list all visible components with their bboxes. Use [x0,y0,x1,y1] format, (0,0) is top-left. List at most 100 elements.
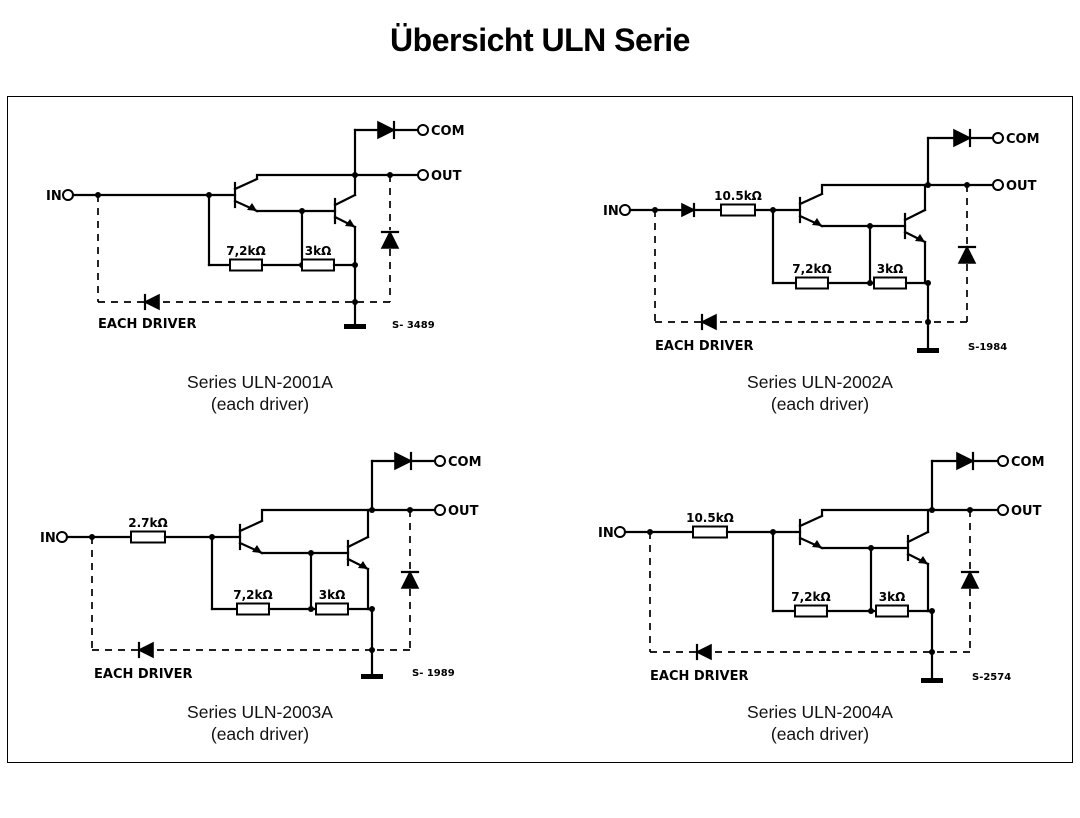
diode-icon [394,451,413,471]
emitter-arrow [812,540,822,548]
terminal [997,504,1009,516]
resistor-label: 7,2kΩ [226,244,265,258]
resistor [301,258,335,272]
resistor [875,604,909,618]
figure-code: S- 3489 [392,320,435,331]
series-note: (each driver) [210,724,310,744]
junction-dot [352,262,358,268]
diode-icon [957,245,977,264]
resistor [229,258,263,272]
emitter-arrow [247,203,257,211]
series-label: Series ULN-2003A [187,702,333,722]
resistor [236,602,270,616]
junction-dot [929,649,935,655]
junction-dot [929,507,935,513]
in-label: IN [603,204,619,219]
diode-icon [956,451,975,471]
series-note: (each driver) [210,394,310,414]
resistor [692,525,728,539]
terminal [997,455,1009,467]
diode-icon [695,643,712,661]
series-label: Series ULN-2004A [747,702,893,722]
com-label: COM [431,124,465,139]
com-label: COM [1006,132,1040,147]
resistor-label: 7,2kΩ [791,590,830,604]
diode-icon [953,128,972,148]
transistor-collector [906,530,930,544]
junction-dot [369,507,375,513]
junction-dot [929,608,935,614]
resistor-label: 10.5kΩ [686,511,734,525]
emitter-arrow [345,219,355,227]
terminal [614,526,626,538]
transistor-collector [903,208,927,222]
collector-wire-1 [260,508,372,521]
resistor [794,604,828,618]
resistor-label: 3kΩ [305,244,332,258]
diode-icon [377,120,396,140]
each-driver-label: EACH DRIVER [655,339,753,354]
junction-dot [352,299,358,305]
emitter-arrow [918,556,928,564]
caption-uln2004a: Series ULN-2004A (each driver) [620,701,1020,745]
junction-dot [308,606,314,612]
transistor-collector [233,177,259,191]
junction-dot [925,182,931,188]
terminal [992,179,1004,191]
collector-wire-1 [820,183,928,194]
emitter-arrow [915,234,925,242]
terminal [619,204,631,216]
out-label: OUT [431,169,462,184]
junction-dot [867,280,873,286]
diode-icon [960,570,980,589]
junction-dot [352,172,358,178]
ground-icon [344,324,366,329]
ground-icon [921,678,943,683]
com-label: COM [1011,455,1045,470]
resistor-label: 2.7kΩ [128,516,167,530]
terminal [417,124,429,136]
out-label: OUT [1011,504,1042,519]
series-label: Series ULN-2001A [187,372,333,392]
in-label: IN [46,189,62,204]
ground-icon [361,674,383,679]
terminal [56,531,68,543]
junction-dot [925,319,931,325]
transistor-collector [346,535,370,549]
diode-icon [681,202,696,218]
diode-icon [700,313,717,331]
transistor-collector [333,193,357,207]
in-label: IN [40,531,56,546]
diode-icon [380,230,400,249]
resistor [315,602,349,616]
terminal [62,189,74,201]
resistor [130,530,166,544]
terminal [434,504,446,516]
emitter-arrow [358,561,368,569]
junction-dot [369,606,375,612]
diode-icon [143,293,160,311]
each-driver-label: EACH DRIVER [98,317,196,332]
resistor [873,276,907,290]
series-note: (each driver) [770,724,870,744]
resistor-label: 7,2kΩ [233,588,272,602]
series-note: (each driver) [770,394,870,414]
resistor [720,203,756,217]
figure-code: S-2574 [972,672,1011,683]
resistor-label: 3kΩ [319,588,346,602]
resistor-label: 10.5kΩ [714,189,762,203]
page-title: Übersicht ULN Serie [390,22,690,58]
caption-uln2003a: Series ULN-2003A (each driver) [60,701,460,745]
junction-dot [925,280,931,286]
caption-uln2002a: Series ULN-2002A (each driver) [620,371,1020,415]
resistor-label: 3kΩ [879,590,906,604]
resistor-label: 3kΩ [877,262,904,276]
com-label: COM [448,455,482,470]
ground-icon [917,348,939,353]
terminal [417,169,429,181]
diode-icon [137,641,154,659]
each-driver-label: EACH DRIVER [650,669,748,684]
diagram-frame [7,96,1073,763]
